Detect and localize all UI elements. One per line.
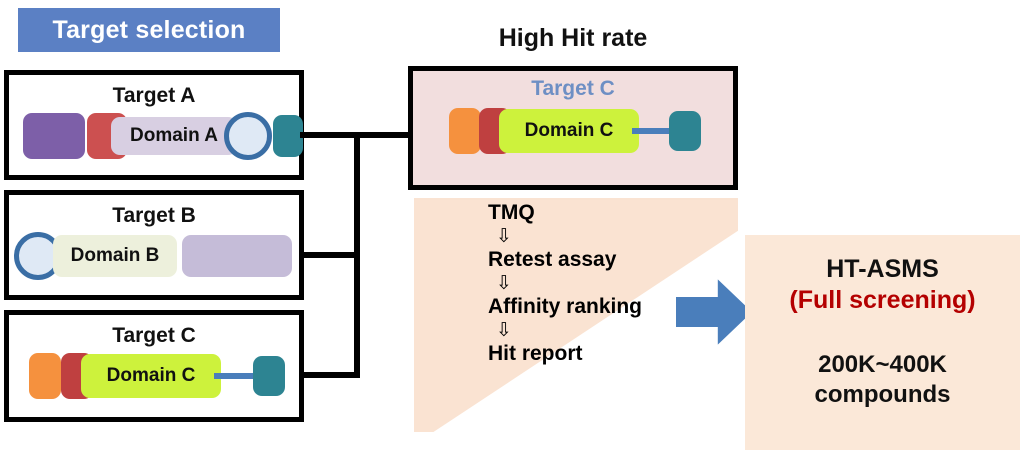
target-a-domain-row: Domain A: [9, 112, 303, 162]
down-arrow-icon: ⇩: [496, 273, 512, 295]
workflow-step: Hit report: [488, 342, 583, 366]
target-b-label: Target B: [112, 204, 196, 227]
teal-block-icon: [273, 115, 303, 157]
ht-asms-subtitle: (Full screening): [789, 286, 976, 314]
lavender-block-icon: [182, 235, 292, 277]
target-b-card[interactable]: Target B Domain B: [4, 190, 304, 300]
bracket-stub-c: [300, 372, 360, 378]
ht-asms-panel: HT-ASMS (Full screening) 200K~400K compo…: [745, 235, 1020, 450]
linker-icon: [214, 373, 256, 379]
domain-a-label: Domain A: [130, 125, 218, 146]
teal-block-icon: [253, 356, 285, 396]
target-c-label: Target C: [112, 324, 196, 347]
domain-c-bar: [499, 109, 639, 153]
hit-rate-domain-label: Domain C: [524, 120, 614, 141]
domain-c-label: Domain C: [106, 365, 196, 386]
domain-b-label: Domain B: [70, 245, 160, 266]
workflow-step: TMQ: [488, 201, 535, 224]
hit-rate-target-label: Target C: [531, 77, 615, 100]
high-hit-rate-card[interactable]: Target C Domain C: [408, 66, 738, 190]
bracket-stub-b: [300, 252, 360, 258]
target-c-card[interactable]: Target C Domain C: [4, 310, 304, 422]
down-arrow-icon: ⇩: [496, 226, 512, 248]
target-c-domain-row: Domain C: [9, 352, 299, 402]
orange-block-icon: [449, 108, 481, 154]
workflow-step: Affinity ranking: [488, 295, 643, 319]
target-b-domain-row: Domain B: [9, 232, 299, 282]
target-a-card[interactable]: Target A Domain A: [4, 70, 304, 180]
linker-icon: [632, 128, 672, 134]
high-hit-rate-title: High Hit rate: [498, 24, 648, 52]
workflow-step-list: TMQ ⇩ Retest assay ⇩ Affinity ranking ⇩ …: [414, 198, 738, 432]
target-selection-banner: Target selection: [18, 8, 280, 52]
bracket-stub-a: [300, 132, 360, 138]
compound-count: 200K~400K: [818, 351, 947, 378]
teal-block-icon: [669, 111, 701, 151]
ring-icon: [224, 112, 272, 160]
ht-asms-title: HT-ASMS: [826, 255, 939, 283]
domain-b-bar: [53, 235, 177, 277]
bracket-trunk: [354, 132, 360, 378]
bracket-output-line: [354, 132, 414, 138]
domain-a-bar: [111, 117, 237, 155]
down-arrow-icon: ⇩: [496, 320, 512, 342]
purple-block-icon: [23, 113, 85, 159]
target-a-label: Target A: [112, 84, 196, 107]
target-selection-banner-label: Target selection: [52, 15, 246, 44]
hit-rate-domain-row: Domain C: [413, 107, 733, 157]
domain-c-bar: [81, 354, 221, 398]
workflow-step: Retest assay: [488, 248, 617, 272]
compound-count-unit: compounds: [814, 381, 951, 408]
target-connector-bracket: [300, 120, 420, 390]
orange-block-icon: [29, 353, 61, 399]
